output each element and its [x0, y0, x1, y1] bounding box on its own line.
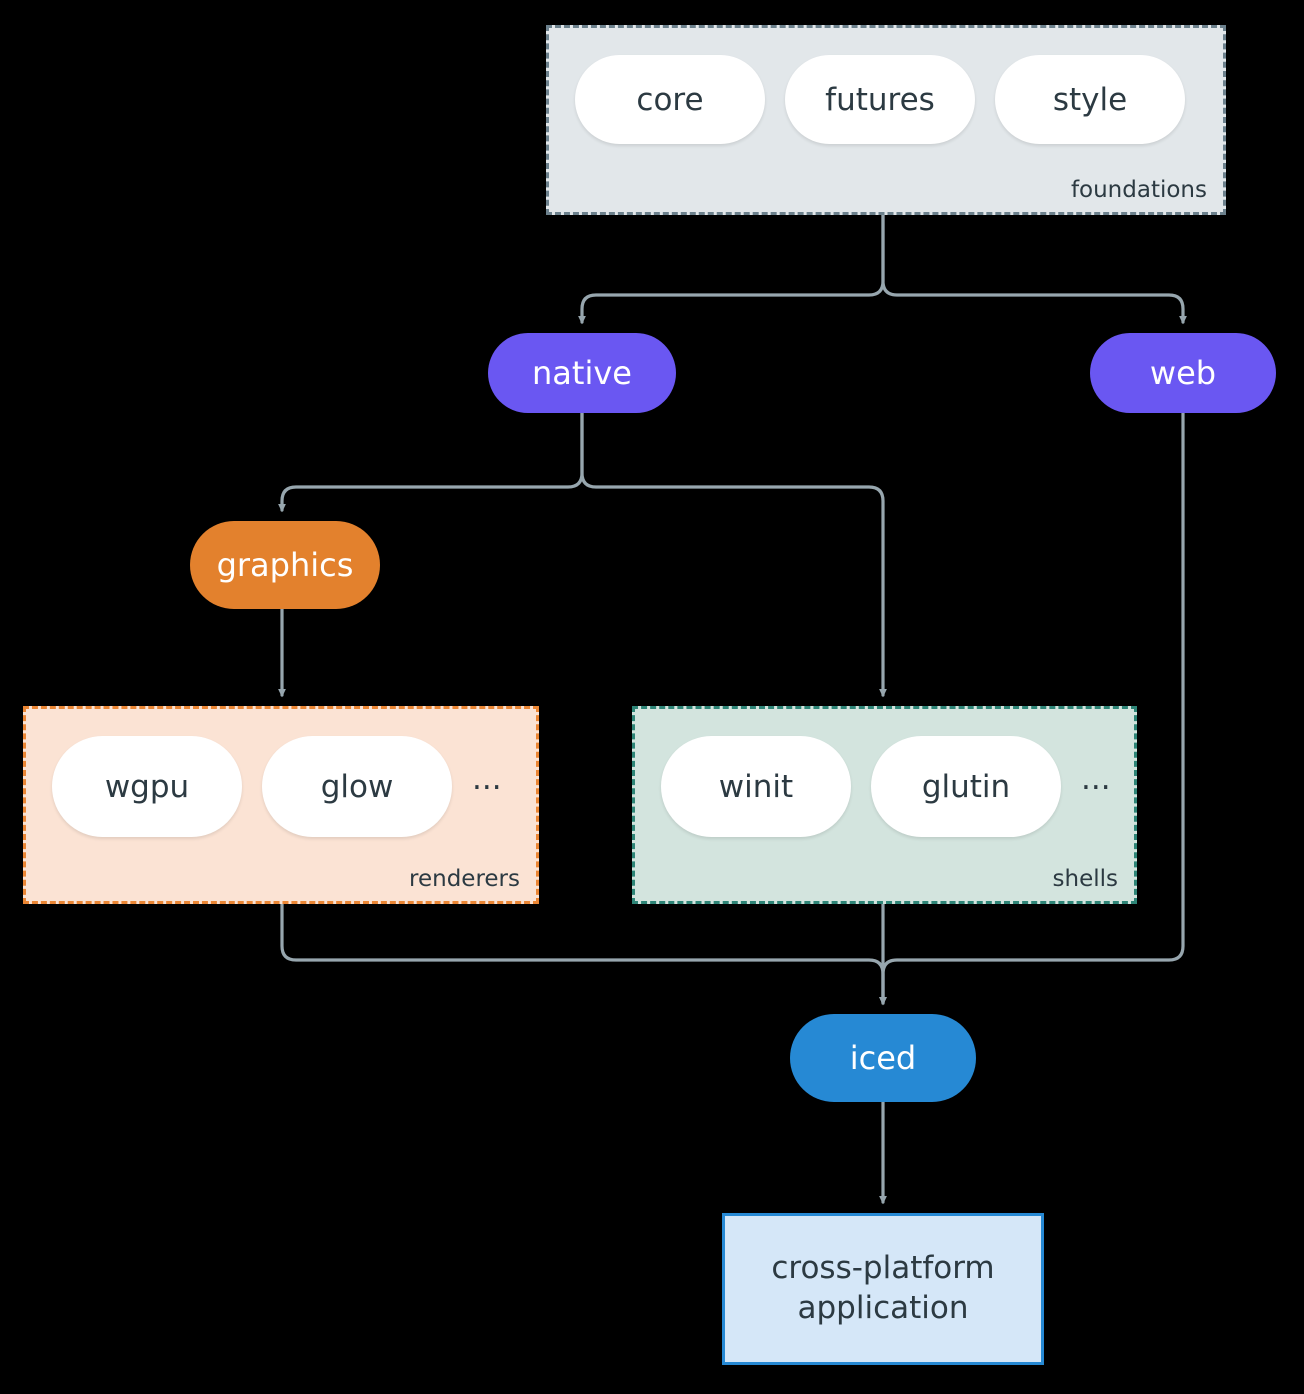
edge-foundations-to-native — [578, 213, 885, 325]
application-line-2: application — [797, 1290, 969, 1326]
pill-glutin[interactable]: glutin — [871, 736, 1061, 837]
group-label-shells: shells — [1052, 866, 1118, 892]
shells-items: winit glutin ... — [661, 736, 1111, 837]
node-cross-platform-application[interactable]: cross-platform application — [722, 1213, 1044, 1365]
pill-winit[interactable]: winit — [661, 736, 851, 837]
edge-renderers-to-iced — [280, 902, 887, 1006]
pill-futures[interactable]: futures — [785, 55, 975, 144]
group-label-foundations: foundations — [1070, 177, 1207, 203]
group-shells: winit glutin ... shells — [632, 706, 1137, 904]
shells-ellipsis: ... — [1081, 761, 1111, 797]
group-label-renderers: renderers — [409, 866, 520, 892]
node-iced[interactable]: iced — [790, 1014, 976, 1102]
edge-native-to-shells — [580, 411, 887, 698]
application-line-1: cross-platform — [771, 1250, 995, 1287]
group-renderers: wgpu glow ... renderers — [23, 706, 539, 904]
group-foundations: core futures style foundations — [546, 25, 1226, 215]
pill-style[interactable]: style — [995, 55, 1185, 144]
node-graphics[interactable]: graphics — [190, 521, 380, 609]
foundations-items: core futures style — [575, 55, 1185, 144]
pill-core[interactable]: core — [575, 55, 765, 144]
node-web[interactable]: web — [1090, 333, 1276, 413]
node-native[interactable]: native — [488, 333, 676, 413]
pill-glow[interactable]: glow — [262, 736, 452, 837]
edge-foundations-to-web — [881, 213, 1187, 325]
renderers-items: wgpu glow ... — [52, 736, 502, 837]
pill-wgpu[interactable]: wgpu — [52, 736, 242, 837]
renderers-ellipsis: ... — [472, 761, 502, 797]
edge-native-to-graphics — [278, 411, 584, 513]
